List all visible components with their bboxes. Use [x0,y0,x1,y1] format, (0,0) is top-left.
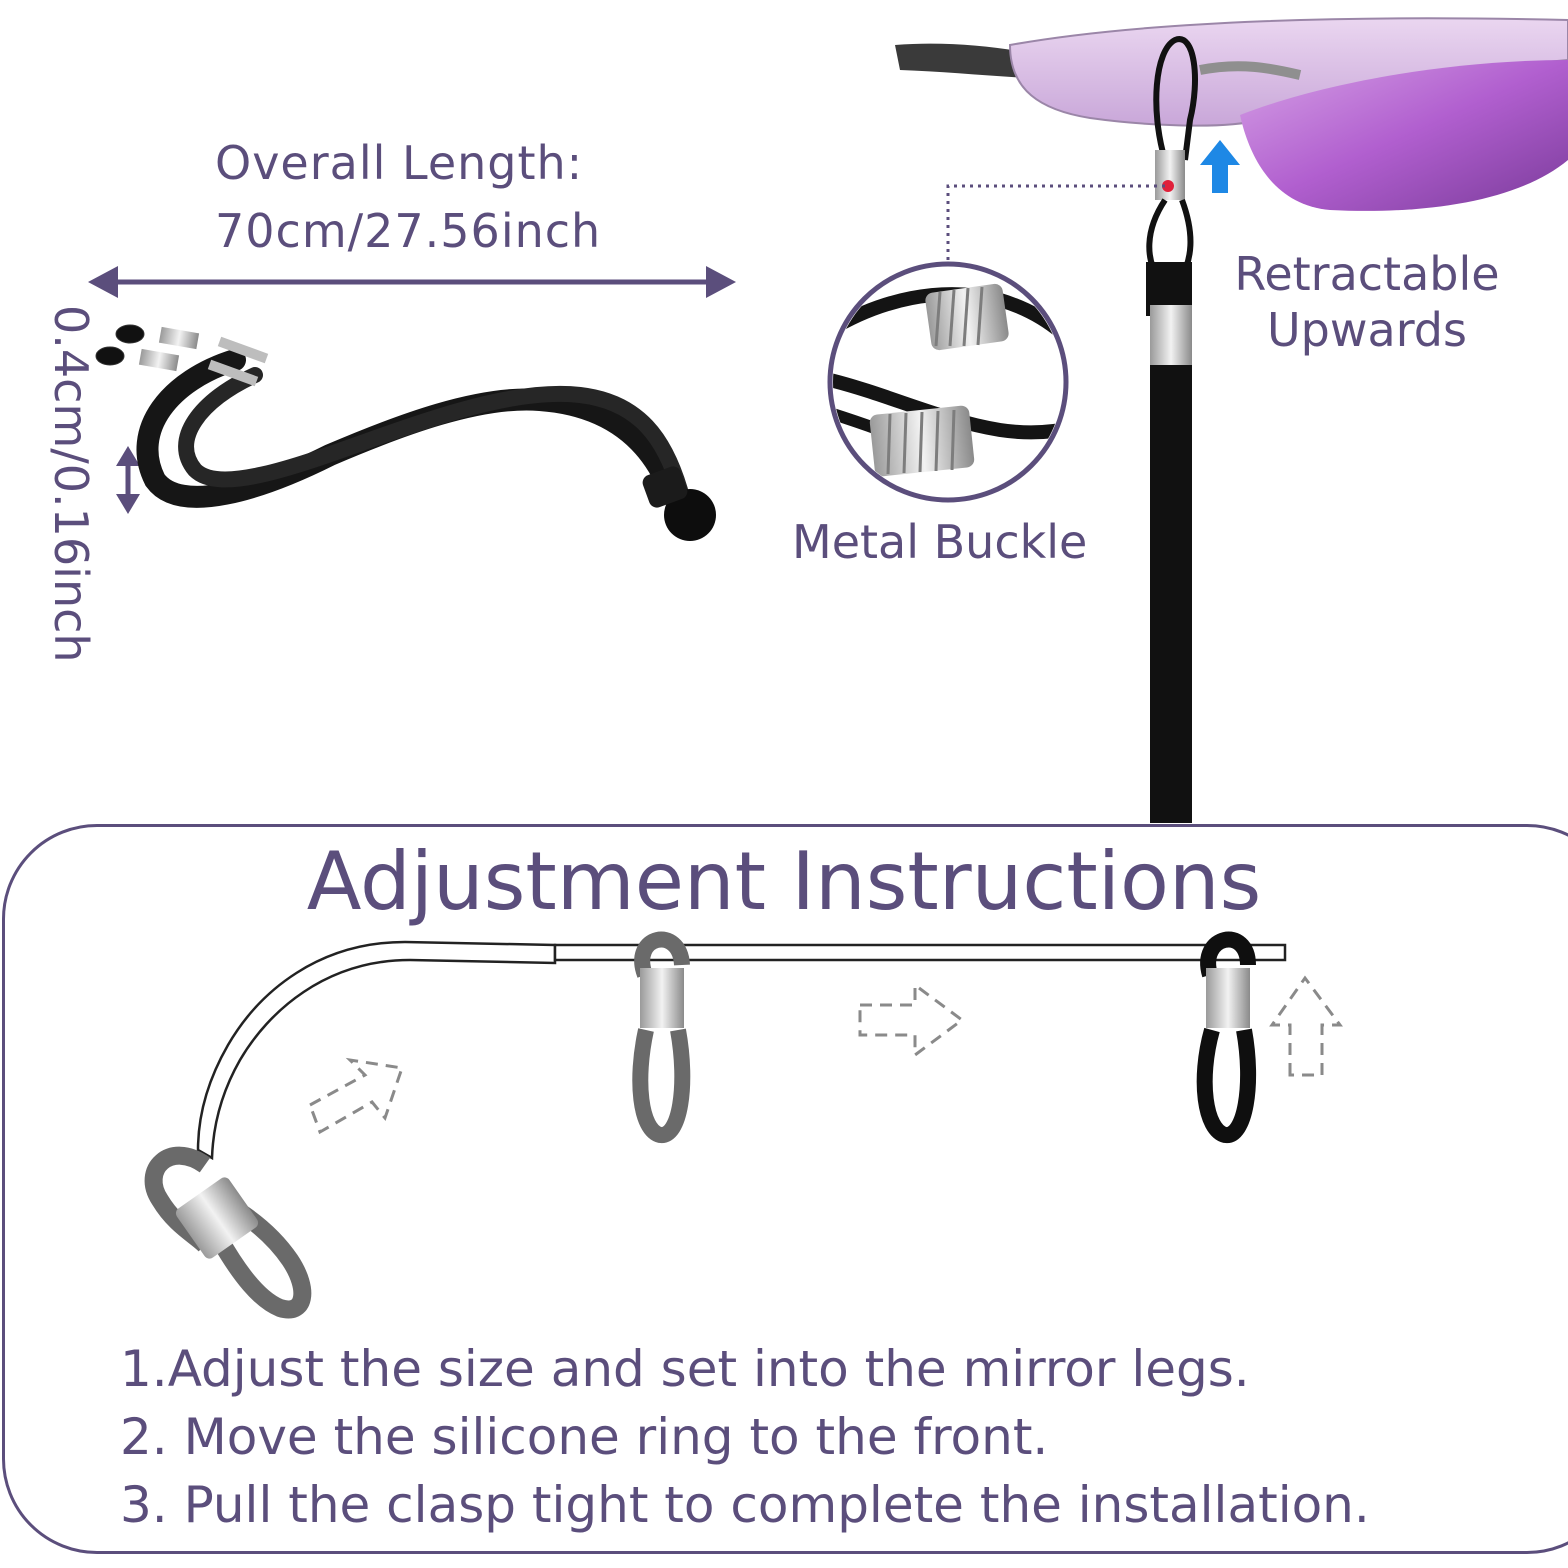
cord-width-label: 0.4cm/0.16inch [44,305,98,663]
temple-arm-diagram [196,940,1287,1161]
silicone-ring-icon [144,1146,312,1319]
retractable-label-line2: Upwards [1267,303,1467,357]
instructions-title: Adjustment Instructions [306,835,1262,928]
silicone-ring-icon [632,931,691,1143]
dashed-arrow-up-right-icon [308,1057,404,1135]
buckle-zoom [827,261,1069,503]
instruction-steps: 1.Adjust the size and set into the mirro… [120,1335,1370,1539]
instruction-step: 3. Pull the clasp tight to complete the … [120,1476,1370,1534]
cord-product [95,324,716,541]
instruction-step: 2. Move the silicone ring to the front. [120,1408,1049,1466]
retractable-label-line1: Retractable [1234,247,1500,301]
overall-length-value: 70cm/27.56inch [215,204,602,258]
length-arrow [88,266,736,298]
retract-arrow-icon [1200,140,1240,193]
metal-buckle-label: Metal Buckle [792,515,1088,569]
instruction-step: 1.Adjust the size and set into the mirro… [120,1340,1250,1398]
silicone-ring-icon [1196,931,1257,1143]
buckle-connector [946,184,1165,262]
width-arrow [116,446,140,514]
overall-length-label: Overall Length: [215,136,584,190]
instructions-panel [2,824,1568,1554]
dashed-arrow-up-icon [1269,975,1343,1077]
glasses-illustration [895,17,1568,211]
retractable-label: Retractable Upwards [1217,246,1517,358]
hanging-cord [1146,36,1198,823]
dashed-arrow-right-icon [858,982,965,1058]
